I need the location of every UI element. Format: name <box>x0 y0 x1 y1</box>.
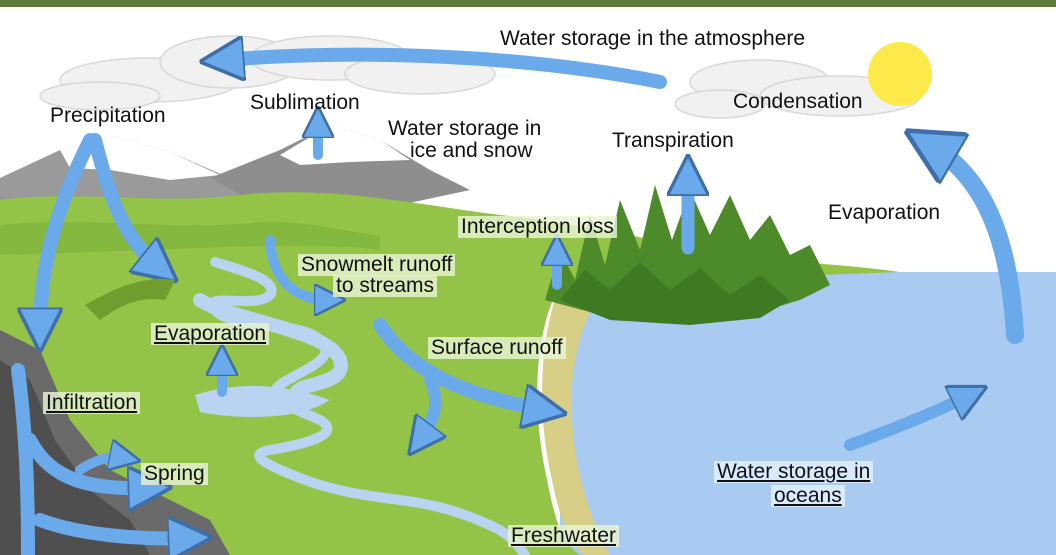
label-precipitation: Precipitation <box>50 104 166 127</box>
label-ocean-line2[interactable]: oceans <box>771 485 845 507</box>
label-freshwater[interactable]: Freshwater <box>508 525 620 547</box>
deep-arrow <box>33 513 190 538</box>
label-surface-runoff: Surface runoff <box>428 337 566 359</box>
surface-runoff-arrow-a <box>373 318 545 410</box>
river <box>207 257 530 555</box>
mountain-right <box>210 125 470 205</box>
label-condensation: Condensation <box>733 90 863 113</box>
label-evaporation-land[interactable]: Evaporation <box>151 323 270 345</box>
bedrock-dark <box>0 360 150 555</box>
river-branch <box>193 293 348 407</box>
label-infiltration[interactable]: Infiltration <box>43 392 141 414</box>
label-ocean-line1[interactable]: Water storage in <box>714 461 874 483</box>
evaporation-sea-arrow <box>930 145 1024 344</box>
land-shadow <box>0 221 380 255</box>
label-transpiration: Transpiration <box>612 129 734 152</box>
river-pond <box>195 385 330 417</box>
label-spring: Spring <box>141 463 208 485</box>
label-snowmelt-line1: Snowmelt runoff <box>298 254 456 276</box>
top-bar <box>0 0 1056 7</box>
infiltration-arrow-b <box>23 433 150 488</box>
label-evaporation-sea: Evaporation <box>828 201 941 224</box>
surface-runoff-arrow-b <box>420 374 435 440</box>
label-snowmelt-line2: to streams <box>333 275 438 297</box>
label-sublimation: Sublimation <box>250 91 360 114</box>
precipitation-arrow-b <box>88 133 160 268</box>
mountain-right-snow <box>280 125 410 165</box>
spring-arrow <box>75 457 125 475</box>
ocean-arrow <box>844 395 970 451</box>
infiltration-arrow-a <box>11 363 35 555</box>
label-atmosphere: Water storage in the atmosphere <box>500 27 806 50</box>
land-evap-swirl <box>85 278 175 320</box>
label-ice-snow-line1: Water storage in <box>388 117 542 140</box>
sun <box>868 42 932 106</box>
snowmelt-arrow <box>265 235 330 300</box>
cloud-right <box>674 59 921 119</box>
atmosphere-arrow <box>222 55 667 89</box>
label-interception: Interception loss <box>458 216 617 238</box>
label-ice-snow-line2: ice and snow <box>410 139 533 162</box>
land <box>0 192 900 555</box>
precipitation-arrow-a <box>40 133 97 330</box>
